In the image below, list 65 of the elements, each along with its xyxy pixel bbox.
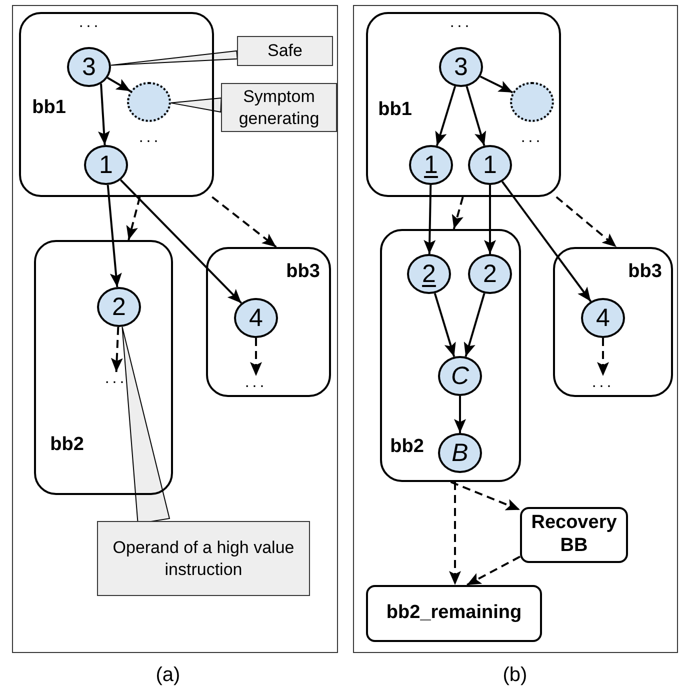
dashed-arrow	[212, 196, 277, 248]
panel-caption: (a)	[154, 662, 182, 688]
arrow	[107, 76, 131, 92]
block-label: bb1	[377, 99, 413, 121]
instruction-node: 2	[468, 254, 512, 294]
callout-box: Symptom generating	[221, 83, 337, 132]
arrow	[480, 76, 514, 94]
arrow	[466, 86, 486, 146]
callout-box: Operand of a high value instruction	[97, 521, 310, 596]
dashed-arrow	[452, 196, 464, 230]
arrow	[106, 184, 122, 288]
dashed-arrow	[449, 482, 461, 585]
block-label: bb1	[31, 97, 67, 119]
block-label: bb3	[627, 261, 663, 283]
dashed-arrow	[556, 196, 618, 248]
instruction-node: 2	[97, 287, 141, 327]
basic-block-box	[366, 12, 561, 197]
dashed-arrow	[450, 481, 520, 511]
block-label: bb3	[285, 261, 321, 283]
arrow	[435, 86, 456, 146]
basic-block-box	[34, 240, 173, 495]
instruction-node: 3	[439, 47, 483, 87]
dotted-circle	[127, 82, 171, 122]
ellipsis: ...	[520, 129, 544, 145]
ellipsis: ...	[240, 376, 272, 390]
leader-line	[170, 98, 222, 113]
basic-block-box	[553, 247, 673, 397]
arrow	[464, 293, 486, 357]
ellipsis: ...	[587, 376, 619, 390]
block-label: bb2	[49, 434, 85, 456]
callout-box: Safe	[237, 36, 333, 66]
arrow	[484, 185, 496, 254]
basic-block-box	[19, 12, 214, 197]
arrow	[424, 184, 436, 254]
dashed-arrow	[597, 338, 609, 376]
ellipsis: ...	[100, 372, 132, 386]
basic-block-box	[206, 247, 331, 397]
dotted-circle	[510, 82, 554, 122]
block-box: bb2_remaining	[366, 585, 542, 642]
arrow	[120, 179, 242, 304]
basic-block-box	[380, 229, 521, 482]
instruction-node: 1	[468, 145, 512, 185]
leader-line	[110, 50, 238, 66]
dashed-arrow	[466, 556, 520, 586]
arrow	[434, 293, 456, 357]
instruction-node: B	[438, 433, 482, 473]
instruction-node: 2	[407, 254, 451, 294]
arrow	[98, 84, 110, 146]
instruction-node: 1	[409, 145, 453, 185]
dashed-arrow	[110, 326, 123, 372]
instruction-node: C	[438, 356, 482, 396]
instruction-node: 3	[67, 47, 111, 87]
arrow	[501, 181, 592, 302]
instruction-node: 4	[234, 298, 278, 338]
ellipsis: ...	[138, 129, 162, 145]
dashed-arrow	[126, 196, 141, 240]
block-box: Recovery BB	[520, 507, 628, 563]
block-label: bb2	[389, 436, 425, 458]
arrow	[454, 396, 466, 433]
panel-caption: (b)	[502, 662, 528, 688]
dashed-arrow	[250, 338, 262, 376]
instruction-node: 4	[581, 298, 625, 338]
ellipsis: ...	[78, 14, 102, 30]
instruction-node: 1	[84, 145, 128, 185]
ellipsis: ...	[448, 14, 474, 30]
